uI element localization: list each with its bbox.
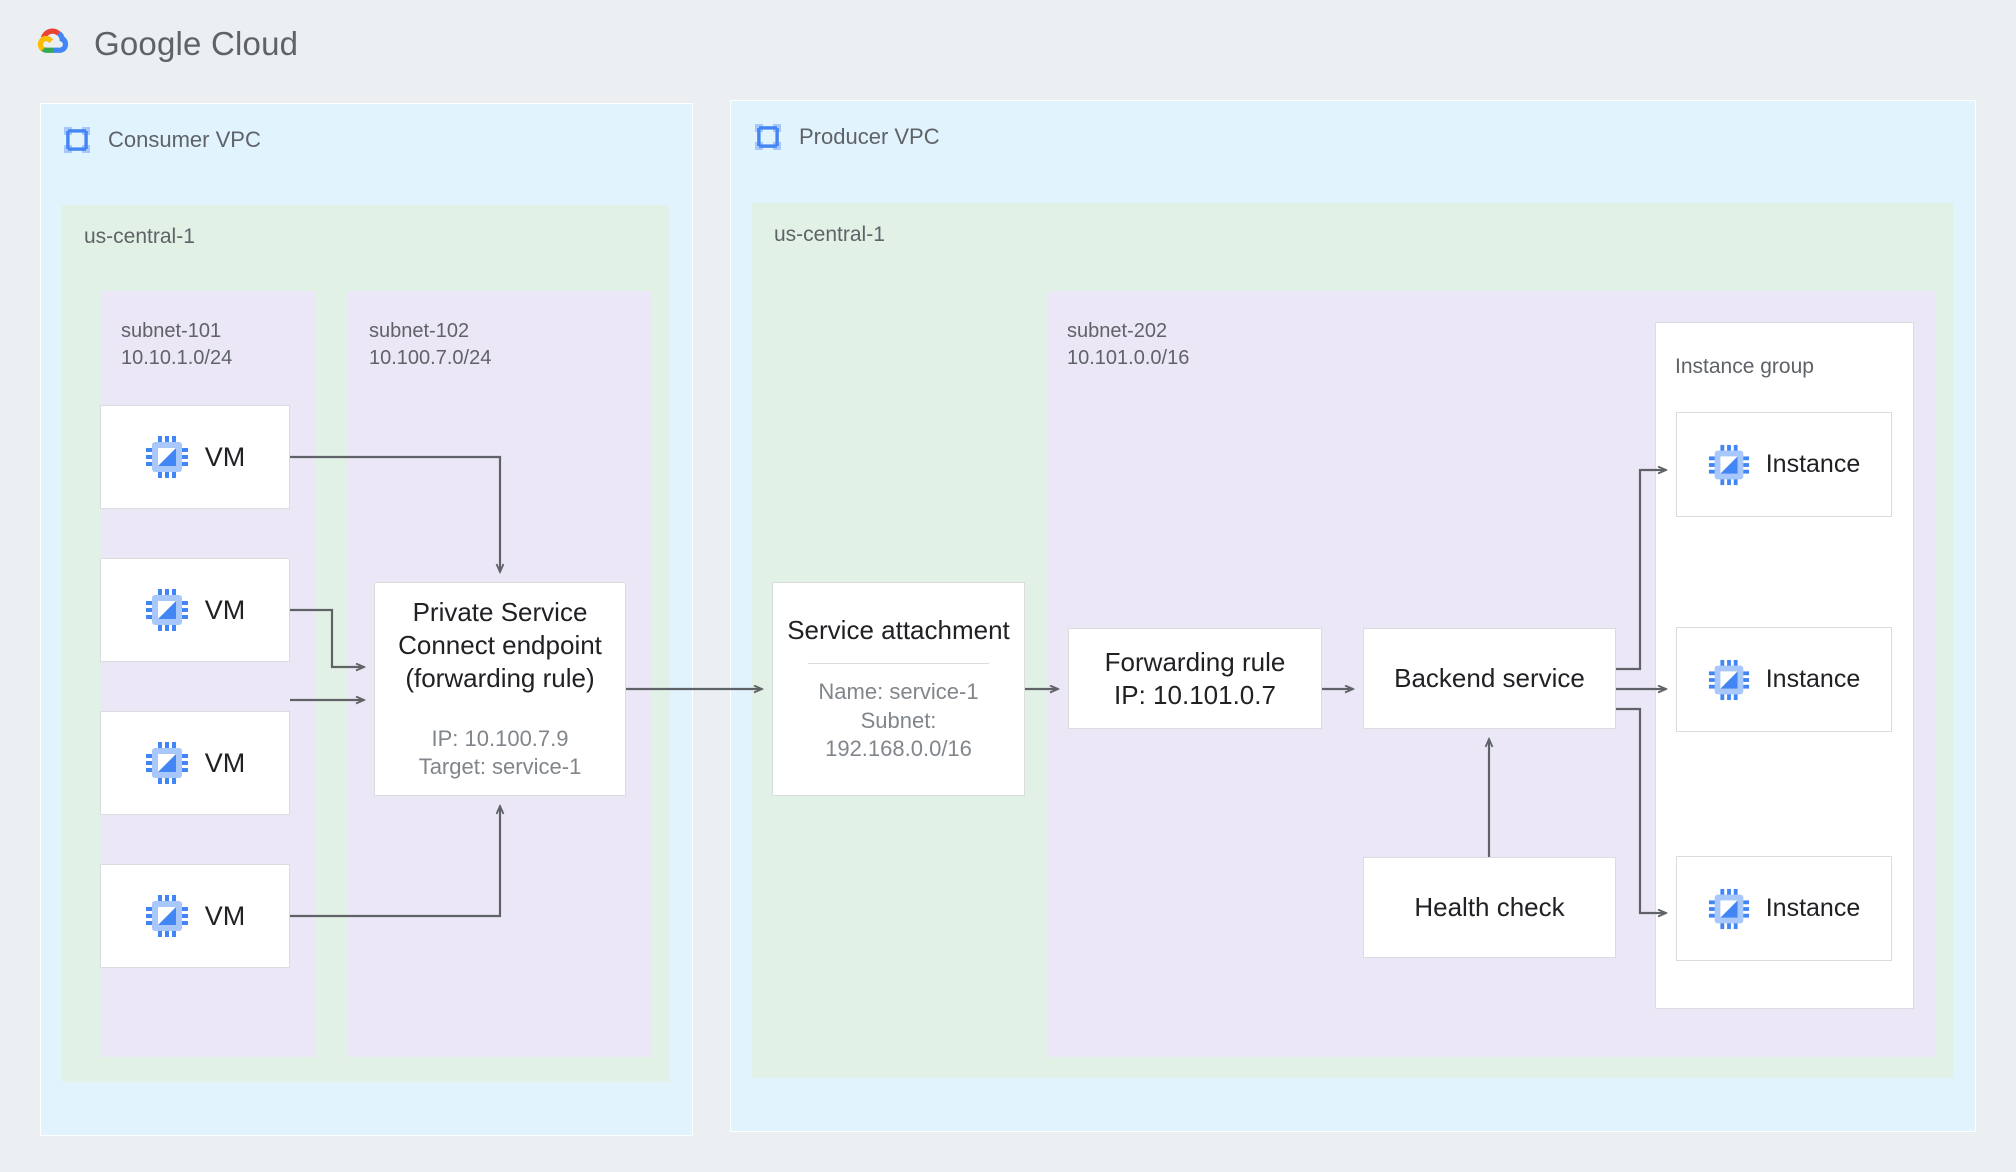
vm-chip-icon	[145, 588, 189, 632]
sa-detail-subnet-label: Subnet:	[860, 707, 937, 733]
psc-title-line-3: (forwarding rule)	[405, 662, 595, 693]
vm-card-2[interactable]: VM	[100, 558, 290, 662]
brand-header: Google Cloud	[30, 22, 298, 66]
vpc-icon	[753, 122, 783, 152]
consumer-region-label: us-central-1	[84, 225, 195, 248]
psc-endpoint-card[interactable]: Private Service Connect endpoint (forwar…	[374, 582, 626, 796]
psc-title-line-2: Connect endpoint	[398, 630, 602, 661]
vpc-icon	[62, 125, 92, 155]
psc-detail-target: Target: service-1	[418, 754, 582, 780]
sa-detail-name: Name: service-1	[818, 678, 979, 704]
consumer-vpc-header: Consumer VPC	[62, 125, 261, 155]
producer-vpc-header: Producer VPC	[753, 122, 940, 152]
vm-chip-icon	[1708, 888, 1750, 930]
backend-service-card[interactable]: Backend service	[1363, 628, 1616, 729]
instance-card-3[interactable]: Instance	[1676, 856, 1892, 961]
brand-title: Google Cloud	[94, 25, 299, 62]
backend-service-label: Backend service	[1394, 663, 1585, 694]
vm-card-4[interactable]: VM	[100, 864, 290, 968]
vm-label: VM	[204, 594, 246, 625]
vm-chip-icon	[145, 894, 189, 938]
service-attachment-divider	[808, 662, 989, 664]
vm-card-1[interactable]: VM	[100, 405, 290, 509]
psc-endpoint-details: IP: 10.100.7.9 Target: service-1	[419, 725, 582, 782]
vm-chip-icon	[145, 741, 189, 785]
subnet-101-cidr: 10.10.1.0/24	[121, 347, 233, 369]
instance-label: Instance	[1765, 665, 1861, 693]
producer-region-label: us-central-1	[774, 223, 885, 246]
psc-endpoint-title: Private Service Connect endpoint (forwar…	[398, 596, 602, 694]
instance-group-label: Instance group	[1675, 355, 1814, 378]
subnet-202-cidr: 10.101.0.0/16	[1067, 347, 1190, 369]
psc-detail-ip: IP: 10.100.7.9	[431, 725, 569, 751]
instance-card-1[interactable]: Instance	[1676, 412, 1892, 517]
sa-detail-subnet-cidr: 192.168.0.0/16	[825, 736, 972, 762]
vm-label: VM	[204, 747, 246, 778]
vm-chip-icon	[1708, 444, 1750, 486]
subnet-101-name: subnet-101	[121, 320, 222, 342]
service-attachment-card[interactable]: Service attachment Name: service-1 Subne…	[772, 582, 1025, 796]
subnet-101-label: subnet-101 10.10.1.0/24	[121, 318, 232, 372]
subnet-202-name: subnet-202	[1067, 320, 1168, 342]
service-attachment-title: Service attachment	[787, 615, 1010, 646]
subnet-102-name: subnet-102	[369, 320, 470, 342]
vm-chip-icon	[1708, 659, 1750, 701]
forwarding-rule-text: Forwarding rule IP: 10.101.0.7	[1105, 646, 1286, 712]
vm-label: VM	[204, 900, 246, 931]
psc-title-line-1: Private Service	[412, 597, 588, 628]
forwarding-rule-card[interactable]: Forwarding rule IP: 10.101.0.7	[1068, 628, 1322, 729]
instance-label: Instance	[1765, 450, 1861, 478]
google-cloud-logo-icon	[30, 22, 76, 66]
forwarding-rule-label: Forwarding rule	[1104, 646, 1286, 677]
consumer-vpc-title: Consumer VPC	[108, 127, 261, 152]
subnet-102-cidr: 10.100.7.0/24	[369, 347, 492, 369]
producer-vpc-title: Producer VPC	[799, 124, 940, 149]
forwarding-rule-ip: IP: 10.101.0.7	[1114, 679, 1276, 710]
health-check-label: Health check	[1414, 892, 1565, 923]
subnet-202-label: subnet-202 10.101.0.0/16	[1067, 318, 1189, 372]
vm-label: VM	[204, 441, 246, 472]
health-check-card[interactable]: Health check	[1363, 857, 1616, 958]
subnet-102-label: subnet-102 10.100.7.0/24	[369, 318, 491, 372]
instance-label: Instance	[1765, 894, 1861, 922]
service-attachment-details: Name: service-1 Subnet: 192.168.0.0/16	[818, 678, 978, 764]
vm-chip-icon	[145, 435, 189, 479]
instance-card-2[interactable]: Instance	[1676, 627, 1892, 732]
vm-card-3[interactable]: VM	[100, 711, 290, 815]
